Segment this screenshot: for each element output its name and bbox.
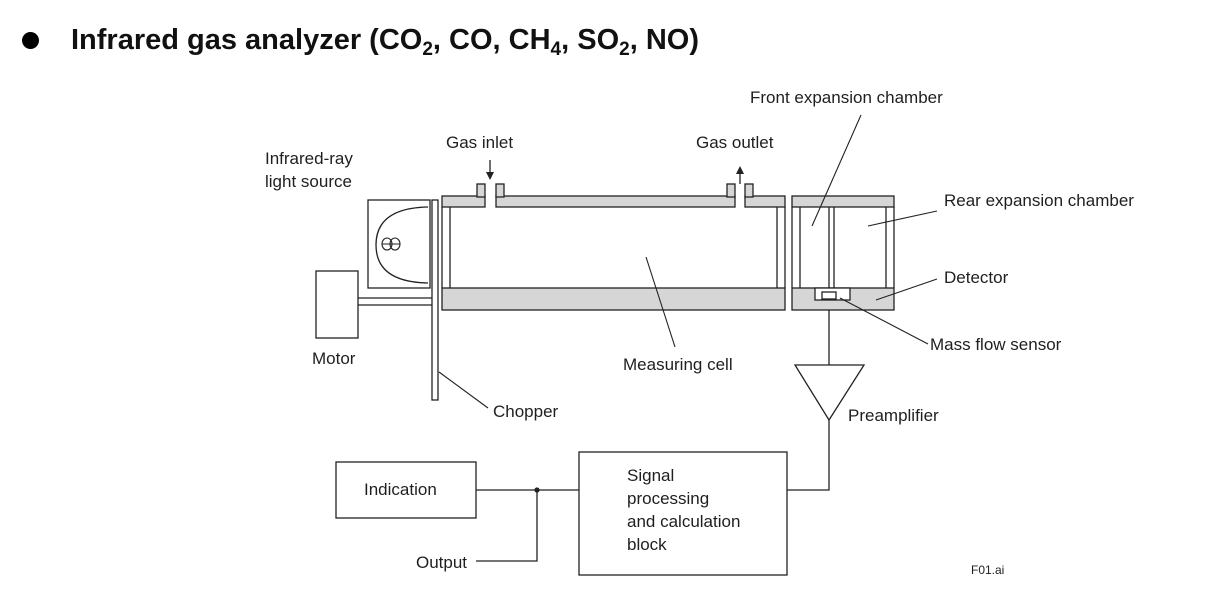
page-title-part: , NO) — [629, 23, 699, 56]
label-indication: Indication — [364, 480, 437, 499]
label-detector: Detector — [944, 268, 1009, 287]
chopper-plate — [431, 199, 439, 401]
motor-block — [315, 270, 359, 339]
label-chopper: Chopper — [493, 402, 559, 421]
label-rear-expansion-chamber: Rear expansion chamber — [944, 191, 1134, 210]
page-title: Infrared gas analyzer (CO2, CO, CH4, SO2… — [71, 23, 699, 60]
page-title-part: , SO — [561, 23, 620, 56]
page-heading: Infrared gas analyzer (CO2, CO, CH4, SO2… — [22, 18, 699, 62]
label-preamplifier: Preamplifier — [848, 406, 939, 425]
indication-box — [335, 461, 477, 519]
label-gas-inlet: Gas inlet — [446, 133, 513, 152]
page-title-part: Infrared gas analyzer (CO — [71, 23, 423, 56]
page-title-part: , CO, CH — [432, 23, 551, 56]
measuring-cell — [441, 183, 786, 311]
output-line — [476, 490, 538, 562]
label-output: Output — [416, 553, 467, 572]
label-light-source-line1: Infrared-ray — [265, 149, 353, 168]
bullet-icon — [22, 31, 39, 49]
label-signal-line4: block — [627, 535, 667, 554]
label-signal-line2: processing — [627, 489, 709, 508]
label-mass-flow-sensor: Mass flow sensor — [930, 335, 1062, 354]
infrared-light-source — [367, 199, 431, 289]
label-motor: Motor — [312, 349, 356, 368]
preamplifier-symbol — [793, 364, 866, 422]
label-gas-outlet: Gas outlet — [696, 133, 774, 152]
page-title-part: 4 — [550, 38, 562, 60]
label-measuring-cell: Measuring cell — [623, 355, 733, 374]
page-title-part: 2 — [422, 38, 433, 60]
label-light-source-line2: light source — [265, 172, 352, 191]
label-signal-line1: Signal — [627, 466, 674, 485]
label-signal-line3: and calculation — [627, 512, 740, 531]
label-file-tag: F01.ai — [971, 563, 1004, 577]
label-front-expansion-chamber: Front expansion chamber — [750, 88, 943, 107]
signal-processing-block — [578, 451, 788, 576]
detector-unit — [791, 195, 895, 311]
page-title-part: 2 — [619, 38, 630, 60]
